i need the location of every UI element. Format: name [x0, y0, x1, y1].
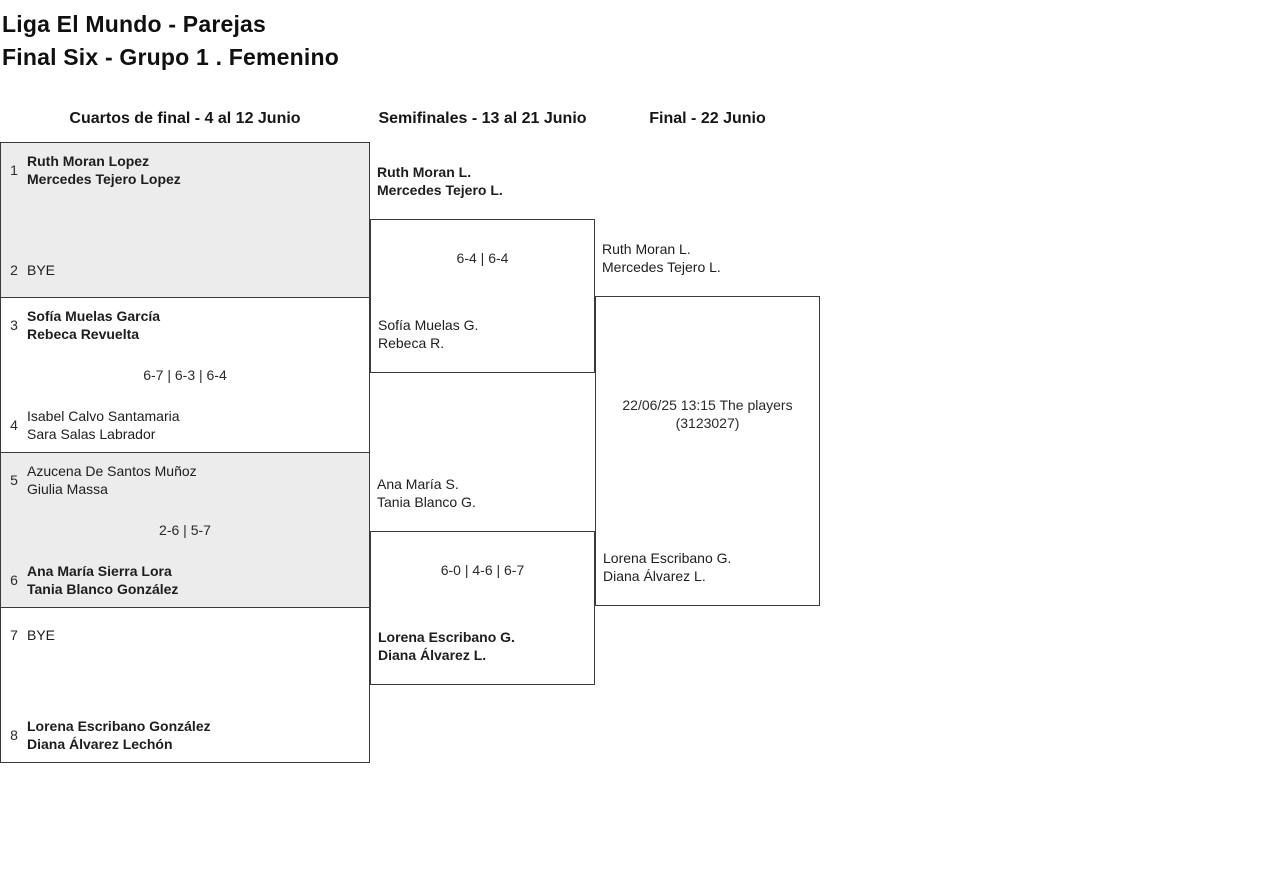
team-names: Isabel Calvo Santamaria Sara Salas Labra…	[27, 407, 180, 443]
match-score: 2-6 | 5-7	[159, 522, 211, 538]
seed-number: 6	[10, 572, 18, 588]
team-names: BYE	[27, 626, 55, 644]
final-match-box: Lorena Escribano G. Diana Álvarez L.	[595, 296, 820, 606]
final-team-2: Lorena Escribano G. Diana Álvarez L.	[603, 549, 731, 585]
player-name: Sofía Muelas García	[27, 308, 161, 324]
player-name: Sofía Muelas G.	[378, 317, 479, 333]
round-header-final: Final - 22 Junio	[649, 110, 766, 127]
semifinal-match-2-box: 6-0 | 4-6 | 6-7 Lorena Escribano G. Dian…	[370, 531, 595, 685]
semifinal-1-team-1: Ruth Moran L. Mercedes Tejero L.	[377, 163, 503, 199]
team-slot-seed-1: 1 Ruth Moran Lopez Mercedes Tejero Lopez	[1, 151, 369, 189]
title-line2: Final Six - Grupo 1 . Femenino	[2, 44, 339, 70]
team-names: Sofía Muelas García Rebeca Revuelta	[27, 307, 160, 343]
seed-number: 1	[10, 162, 18, 178]
team-slot-seed-7: 7 BYE	[1, 616, 369, 654]
player-name: Azucena De Santos Muñoz	[27, 463, 197, 479]
page-title: Liga El Mundo - Parejas Final Six - Grup…	[2, 8, 339, 74]
team-slot-seed-8: 8 Lorena Escribano González Diana Álvare…	[1, 716, 369, 754]
final-team-1: Ruth Moran L. Mercedes Tejero L.	[602, 240, 721, 276]
player-name: Ruth Moran L.	[602, 241, 691, 257]
seed-number: 7	[10, 627, 18, 643]
final-match-schedule: 22/06/25 13:15 The players (3123027)	[595, 396, 820, 432]
player-name: Lorena Escribano G.	[378, 629, 515, 645]
team-slot-seed-2: 2 BYE	[1, 251, 369, 289]
semifinal-1-team-2: Sofía Muelas G. Rebeca R.	[378, 316, 478, 352]
quarterfinals-column: 1 Ruth Moran Lopez Mercedes Tejero Lopez…	[0, 142, 370, 763]
player-name: Tania Blanco G.	[377, 494, 476, 510]
round-header-quarterfinals: Cuartos de final - 4 al 12 Junio	[69, 110, 301, 127]
semifinal-2-team-1: Ana María S. Tania Blanco G.	[377, 475, 476, 511]
semifinal-2-team-2: Lorena Escribano G. Diana Álvarez L.	[378, 628, 515, 664]
player-name: Rebeca Revuelta	[27, 326, 140, 342]
seed-number: 2	[10, 262, 18, 278]
title-line1: Liga El Mundo - Parejas	[2, 11, 267, 37]
quarterfinal-match-2: 3 Sofía Muelas García Rebeca Revuelta 6-…	[1, 298, 369, 453]
seed-number: 8	[10, 727, 18, 743]
player-name: Giulia Massa	[27, 481, 108, 497]
team-names: Azucena De Santos Muñoz Giulia Massa	[27, 462, 197, 498]
quarterfinal-match-3: 5 Azucena De Santos Muñoz Giulia Massa 2…	[1, 453, 369, 608]
player-name: Ruth Moran L.	[377, 164, 472, 180]
player-name: Mercedes Tejero Lopez	[27, 171, 181, 187]
semifinal-match-1-box: 6-4 | 6-4 Sofía Muelas G. Rebeca R.	[370, 219, 595, 373]
match-score: 6-0 | 4-6 | 6-7	[440, 562, 525, 578]
team-slot-seed-3: 3 Sofía Muelas García Rebeca Revuelta	[1, 306, 369, 344]
player-name: Isabel Calvo Santamaria	[27, 408, 180, 424]
player-name: Lorena Escribano González	[27, 718, 211, 734]
player-name: Lorena Escribano G.	[603, 550, 732, 566]
team-names: Lorena Escribano González Diana Álvarez …	[27, 717, 211, 753]
seed-number: 5	[10, 472, 18, 488]
player-name: BYE	[27, 262, 56, 278]
player-name: BYE	[27, 627, 56, 643]
match-id: (3123027)	[675, 415, 740, 431]
seed-number: 3	[10, 317, 18, 333]
player-name: Diana Álvarez Lechón	[27, 736, 173, 752]
match-score: 6-4 | 6-4	[456, 250, 509, 266]
player-name: Mercedes Tejero L.	[377, 182, 503, 198]
round-header-semifinals: Semifinales - 13 al 21 Junio	[378, 110, 587, 127]
team-names: Ruth Moran Lopez Mercedes Tejero Lopez	[27, 152, 181, 188]
team-names: Ana María Sierra Lora Tania Blanco Gonzá…	[27, 562, 178, 598]
player-name: Diana Álvarez L.	[378, 647, 487, 663]
quarterfinal-match-1: 1 Ruth Moran Lopez Mercedes Tejero Lopez…	[1, 143, 369, 298]
player-name: Tania Blanco González	[27, 581, 179, 597]
team-slot-seed-5: 5 Azucena De Santos Muñoz Giulia Massa	[1, 461, 369, 499]
team-slot-seed-6: 6 Ana María Sierra Lora Tania Blanco Gon…	[1, 561, 369, 599]
team-slot-seed-4: 4 Isabel Calvo Santamaria Sara Salas Lab…	[1, 406, 369, 444]
team-names: BYE	[27, 261, 55, 279]
quarterfinal-match-4: 7 BYE 8 Lorena Escribano González Diana …	[1, 608, 369, 762]
player-name: Ruth Moran Lopez	[27, 153, 150, 169]
player-name: Rebeca R.	[378, 335, 445, 351]
seed-number: 4	[10, 417, 18, 433]
player-name: Diana Álvarez L.	[603, 568, 706, 584]
player-name: Mercedes Tejero L.	[602, 259, 721, 275]
player-name: Ana María Sierra Lora	[27, 563, 172, 579]
match-score: 6-7 | 6-3 | 6-4	[143, 367, 227, 383]
player-name: Ana María S.	[377, 476, 459, 492]
schedule-datetime: 22/06/25 13:15 The players	[622, 397, 793, 413]
player-name: Sara Salas Labrador	[27, 426, 156, 442]
